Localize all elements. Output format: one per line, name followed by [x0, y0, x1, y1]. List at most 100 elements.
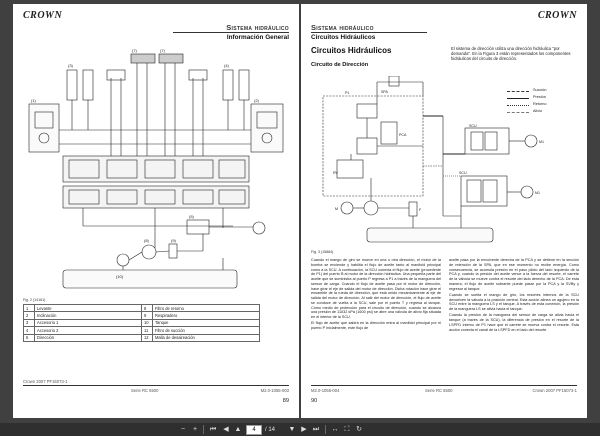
svg-text:M: M [335, 207, 338, 211]
body-paragraph: aceite pasa por la envolvente derecha de… [449, 258, 579, 291]
page-subheading: Circuito de Dirección [311, 62, 369, 68]
table-cell: 3 [23, 318, 35, 328]
page-down-icon[interactable]: ▼ [288, 426, 296, 433]
table-cell: 5 [23, 333, 35, 342]
svg-text:(3): (3) [68, 63, 74, 68]
footer-series: Serie RC 5500 [425, 388, 453, 393]
svg-text:(10): (10) [116, 274, 124, 279]
footer-left: Crown 2007 PF15073-1 [23, 379, 68, 384]
table-cell: Dirección [34, 333, 142, 342]
table-row: 2 Inclinación 9 Respiradero [23, 311, 260, 320]
table-cell: 8 [141, 303, 153, 313]
table-cell: Malla de desaireación [152, 333, 260, 342]
svg-text:SCU: SCU [459, 171, 467, 175]
table-cell: 12 [141, 333, 153, 342]
last-page-icon[interactable]: ⏭ [312, 426, 320, 433]
legend-relief: Alivio [533, 109, 543, 113]
svg-text:(4): (4) [224, 63, 230, 68]
table-cell: Filtro de retorno [152, 303, 260, 313]
legend-return: Retorno [533, 102, 547, 106]
svg-text:(7): (7) [160, 48, 166, 53]
figure-label: Fig. 3 (15884) [311, 250, 334, 254]
svg-text:P1: P1 [345, 91, 349, 95]
footer-right: Crown 2007 PF15073-1 [532, 388, 577, 393]
legend-pressure: Presión [533, 95, 546, 99]
figure-legend-table: 1 Levante 8 Filtro de retorno 2 Inclinac… [23, 303, 260, 342]
section-subtitle: Circuitos Hidráulicos [311, 34, 376, 41]
page-number-input[interactable]: 4 [246, 424, 262, 435]
toolbar-divider [325, 425, 326, 434]
page-90: Sistema hidráulico CROWN Circuitos Hidrá… [301, 4, 587, 418]
svg-text:M1: M1 [535, 191, 540, 195]
hydraulic-schematic-fig2: (7)(7) (3)(4) (1)(2) (5)(8) (10)(9) [28, 48, 284, 289]
viewer-toolbar: − + ⏮ ◀ ▲ 4 / 14 ▼ ▶ ⏭ ↔ ⛶ ↻ [0, 423, 600, 436]
body-paragraph: Cuando la presión de la manguera del sen… [449, 313, 579, 332]
steering-circuit-schematic-fig3: SPA PCA RV SCU M1 SCU M1 M F P1 [322, 76, 544, 243]
fit-page-icon[interactable]: ⛶ [344, 426, 350, 433]
table-cell: 11 [141, 326, 153, 335]
crown-logo: CROWN [23, 10, 63, 21]
table-row: 5 Dirección 12 Malla de desaireación [23, 333, 260, 342]
table-cell: Filtro de succión [152, 326, 260, 335]
table-cell: 4 [23, 326, 35, 335]
page-89: CROWN Sistema hidráulico Información Gen… [13, 4, 299, 418]
footer-rule [23, 385, 289, 386]
zoom-out-icon[interactable]: − [180, 426, 186, 433]
svg-text:(8): (8) [144, 238, 150, 243]
page-number: 89 [282, 398, 289, 404]
footer-rule [311, 385, 577, 386]
svg-text:SPA: SPA [381, 90, 389, 94]
toolbar-divider [203, 425, 204, 434]
svg-text:(5): (5) [189, 214, 195, 219]
body-paragraph: El flujo de aceite que saldrá en la dire… [311, 321, 441, 331]
svg-text:PCA: PCA [399, 133, 407, 137]
next-page-icon[interactable]: ▶ [301, 426, 307, 433]
svg-text:(2): (2) [254, 98, 260, 103]
body-column-right: aceite pasa por la envolvente derecha de… [449, 258, 579, 334]
table-cell: Accesorio 2 [34, 326, 142, 335]
svg-text:M1: M1 [539, 140, 544, 144]
page-heading: Circuitos Hidráulicos [311, 46, 392, 55]
body-paragraph: Cuando se suelta el mango de giro, los r… [449, 292, 579, 312]
table-cell: Inclinación [34, 311, 142, 320]
section-title: Sistema hidráulico [226, 23, 289, 32]
table-row: 3 Accesorio 1 10 Tanque [23, 318, 260, 328]
legend-suction: Succión [533, 88, 547, 92]
figure-label: Fig. 2 (14161) [23, 298, 46, 302]
body-column-left: Cuando el mango de giro se mueve en una … [311, 258, 441, 332]
footer-code: M2.0-1055-004 [311, 388, 340, 393]
svg-text:SCU: SCU [469, 124, 477, 128]
table-cell: 2 [23, 311, 35, 320]
prev-page-icon[interactable]: ◀ [223, 426, 229, 433]
page-up-icon[interactable]: ▲ [234, 426, 242, 433]
svg-text:F: F [419, 208, 422, 212]
fit-width-icon[interactable]: ↔ [331, 426, 339, 433]
header-rule [311, 32, 427, 33]
svg-text:(1): (1) [31, 98, 37, 103]
footer-code: M2.0-1055-003 [260, 388, 289, 393]
table-cell: 1 [23, 303, 35, 313]
body-paragraph: Cuando el mango de giro se mueve en una … [311, 258, 441, 319]
footer-series: Serie RC 5500 [131, 388, 159, 393]
section-subtitle: Información General [226, 34, 289, 41]
table-cell: Tanque [152, 318, 260, 328]
table-cell: Accesorio 1 [34, 318, 142, 328]
line-type-legend: Succión Presión Retorno Alivio [507, 88, 577, 116]
rotate-icon[interactable]: ↻ [356, 426, 362, 433]
crown-logo: CROWN [537, 10, 577, 21]
table-cell: 9 [141, 311, 153, 320]
zoom-in-icon[interactable]: + [192, 426, 198, 433]
table-row: 4 Accesorio 2 11 Filtro de succión [23, 326, 260, 335]
svg-text:RV: RV [333, 171, 339, 175]
page-count: / 14 [265, 426, 276, 433]
intro-paragraph: El sistema de dirección utiliza una dire… [451, 46, 571, 62]
table-cell: Levante [34, 303, 142, 313]
header-rule [173, 32, 289, 33]
first-page-icon[interactable]: ⏮ [209, 426, 217, 433]
table-row: 1 Levante 8 Filtro de retorno [23, 303, 260, 313]
page-number: 90 [311, 398, 318, 404]
section-title: Sistema hidráulico [311, 23, 374, 32]
table-cell: 10 [141, 318, 153, 328]
svg-text:(9): (9) [171, 238, 177, 243]
